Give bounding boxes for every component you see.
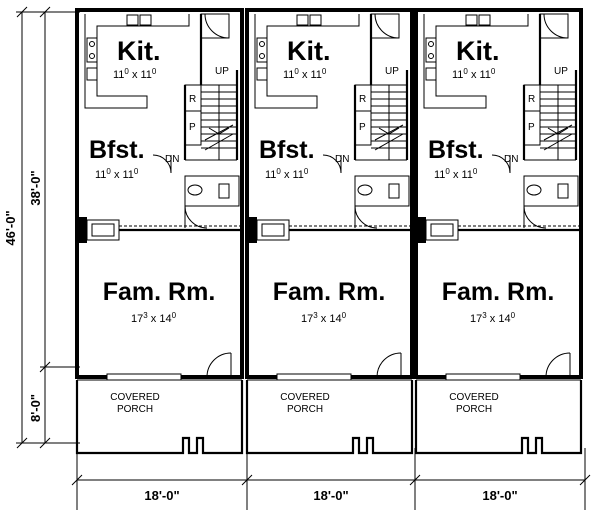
svg-text:110 x 110: 110 x 110 <box>283 67 327 81</box>
family-room-dimensions: 173 x 140 <box>131 311 177 325</box>
porch-label-line1: COVERED <box>280 392 329 403</box>
kitchen-label: Kit. <box>287 36 331 66</box>
closet-r-label: R <box>359 94 366 105</box>
breakfast-dimensions: 110 x 110 <box>95 167 139 181</box>
breakfast-dimensions: 110 x 110 <box>265 167 309 181</box>
kitchen-dimensions: 110 x 110 <box>283 67 327 81</box>
unit-3-width-label: 18'-0" <box>482 488 517 503</box>
porch-label-line1: COVERED <box>449 392 498 403</box>
stair-up-label: UP <box>385 66 399 77</box>
svg-text:110 x 110: 110 x 110 <box>452 67 496 81</box>
overall-dimensions: 46'-0" 38'-0" 8'-0" <box>3 6 80 449</box>
svg-text:110 x 110: 110 x 110 <box>265 167 309 181</box>
svg-text:173 x 140: 173 x 140 <box>131 311 177 325</box>
closet-p-label: P <box>528 122 535 133</box>
unit-3: Kit. 110 x 110 UP R P Bfst. DN 110 x 110… <box>414 8 583 455</box>
breakfast-dimensions: 110 x 110 <box>434 167 478 181</box>
unit-2-width-label: 18'-0" <box>313 488 348 503</box>
closet-r-label: R <box>528 94 535 105</box>
breakfast-label: Bfst. <box>428 136 484 164</box>
porch-label-line1: COVERED <box>110 392 159 403</box>
unit-1: Kit. 110 x 110 UP R P Bfst. DN 110 x 110… <box>75 8 244 455</box>
svg-text:110 x 110: 110 x 110 <box>113 67 157 81</box>
closet-p-label: P <box>359 122 366 133</box>
closet-p-label: P <box>189 122 196 133</box>
house-depth-label: 38'-0" <box>28 170 43 205</box>
width-dimensions: 18'-0" 18'-0" 18'-0" <box>71 448 591 510</box>
unit-2: Kit. 110 x 110 UP R P Bfst. DN 110 x 110… <box>245 8 414 455</box>
breakfast-label: Bfst. <box>89 136 145 164</box>
total-depth-label: 46'-0" <box>3 210 18 245</box>
stair-down-label: DN <box>504 154 518 165</box>
closet-r-label: R <box>189 94 196 105</box>
unit-1-width-label: 18'-0" <box>144 488 179 503</box>
kitchen-dimensions: 110 x 110 <box>452 67 496 81</box>
porch-label-line2: PORCH <box>456 404 492 415</box>
porch-label-line2: PORCH <box>117 404 153 415</box>
kitchen-label: Kit. <box>456 36 500 66</box>
stair-down-label: DN <box>335 154 349 165</box>
kitchen-label: Kit. <box>117 36 161 66</box>
breakfast-label: Bfst. <box>259 136 315 164</box>
family-room-dimensions: 173 x 140 <box>470 311 516 325</box>
kitchen-dimensions: 110 x 110 <box>113 67 157 81</box>
stair-up-label: UP <box>215 66 229 77</box>
porch-depth-label: 8'-0" <box>28 394 43 422</box>
stair-up-label: UP <box>554 66 568 77</box>
stair-down-label: DN <box>165 154 179 165</box>
svg-text:110 x 110: 110 x 110 <box>434 167 478 181</box>
family-room-label: Fam. Rm. <box>273 278 386 306</box>
family-room-label: Fam. Rm. <box>442 278 555 306</box>
family-room-label: Fam. Rm. <box>103 278 216 306</box>
svg-text:173 x 140: 173 x 140 <box>301 311 347 325</box>
svg-text:173 x 140: 173 x 140 <box>470 311 516 325</box>
svg-text:110 x 110: 110 x 110 <box>95 167 139 181</box>
family-room-dimensions: 173 x 140 <box>301 311 347 325</box>
porch-label-line2: PORCH <box>287 404 323 415</box>
